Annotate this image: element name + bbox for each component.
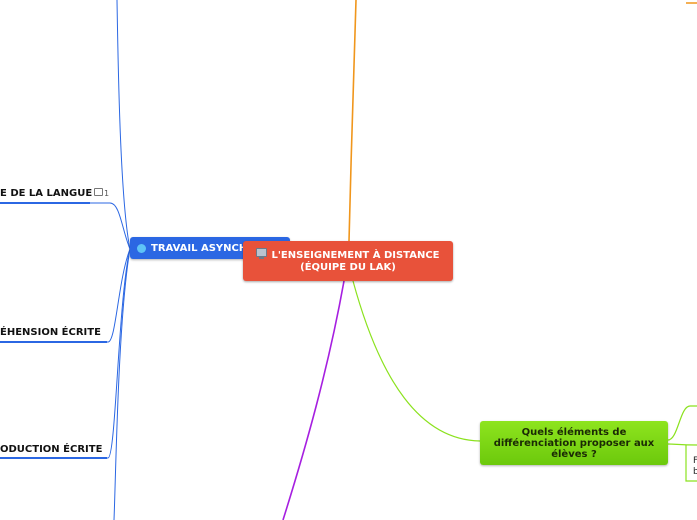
topic-langue[interactable]: E DE LA LANGUE xyxy=(0,188,93,199)
green-branch-line xyxy=(352,280,481,442)
differentiation-question-text: Quels éléments de différenciation propos… xyxy=(494,427,655,460)
differentiation-question-node[interactable]: Quels éléments de différenciation propos… xyxy=(480,421,668,465)
blue-to-production xyxy=(0,248,131,459)
globe-icon xyxy=(137,243,146,253)
blue-to-langue xyxy=(0,202,131,250)
blue-to-comprehension xyxy=(0,248,131,343)
green-sub-upper xyxy=(667,405,697,441)
central-title-line1: L'ENSEIGNEMENT À DISTANCE xyxy=(271,249,440,261)
blue-to-top xyxy=(116,0,131,250)
comment-count[interactable]: 1 xyxy=(94,188,109,198)
central-topic-node[interactable]: L'ENSEIGNEMENT À DISTANCE (ÉQUIPE DU LAK… xyxy=(243,241,453,281)
green-sub-lower xyxy=(667,443,697,446)
orange-branch-line xyxy=(348,0,357,242)
async-work-label: TRAVAIL ASYNCHRONE xyxy=(151,242,279,254)
clipped-subnode-text-2: b xyxy=(693,467,697,477)
topic-comprehension[interactable]: ÉHENSION ÉCRITE xyxy=(0,327,101,338)
central-topic-text: L'ENSEIGNEMENT À DISTANCE (ÉQUIPE DU LAK… xyxy=(256,247,440,274)
question-line1: Quels éléments de xyxy=(521,426,627,438)
blue-to-bottom xyxy=(113,248,131,520)
comment-count-value: 1 xyxy=(104,189,110,198)
green-sub-bottom xyxy=(685,445,697,482)
clipped-subnode-text-1: F xyxy=(693,456,697,466)
question-line2: différenciation proposer aux xyxy=(493,437,655,449)
purple-branch-line xyxy=(282,280,345,520)
central-title-line2: (ÉQUIPE DU LAK) xyxy=(300,261,396,273)
comment-icon xyxy=(94,188,103,196)
question-line3: élèves ? xyxy=(551,448,597,460)
topic-production[interactable]: ODUCTION ÉCRITE xyxy=(0,444,103,455)
computer-icon xyxy=(256,247,268,259)
